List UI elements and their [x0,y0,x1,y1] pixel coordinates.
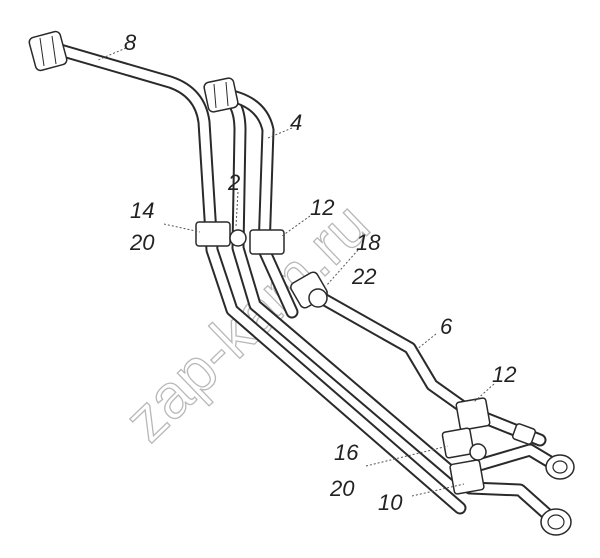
callout-16: 16 [334,440,359,465]
callout-22: 22 [351,264,376,289]
leader-14 [163,223,201,233]
callout-4: 4 [290,110,302,135]
callout-6: 6 [440,314,453,339]
clamp-12-upper [249,229,285,255]
outlet-fitting-lower [540,508,572,536]
leader-8 [97,47,127,61]
clamp-16 [441,427,487,495]
leader-6 [415,333,437,351]
leader-12-upper [281,215,311,237]
pipe-6 [311,289,547,447]
top-fitting-middle [203,77,239,113]
callout-18: 18 [356,230,381,255]
callout-8: 8 [124,30,137,55]
callout-10: 10 [378,490,403,515]
callout-14: 14 [130,198,154,223]
leader-12-lower [473,383,495,403]
leader-4 [267,127,293,139]
callout-12-upper: 12 [310,195,334,220]
outlet-fitting-upper [511,423,575,480]
callout-20-lower: 20 [329,476,355,501]
callout-20-upper: 20 [129,230,155,255]
callout-2: 2 [227,170,240,195]
callout-12-lower: 12 [492,362,516,387]
clamp-12-lower [455,397,491,431]
leader-18 [325,249,359,287]
pipe-10 [455,443,562,522]
clamp-14 [195,221,247,247]
pipe-8 [53,43,467,515]
top-fitting-left [28,30,68,72]
leader-2 [235,191,239,227]
leader-10 [411,483,465,497]
union-fitting-18 [290,271,328,309]
